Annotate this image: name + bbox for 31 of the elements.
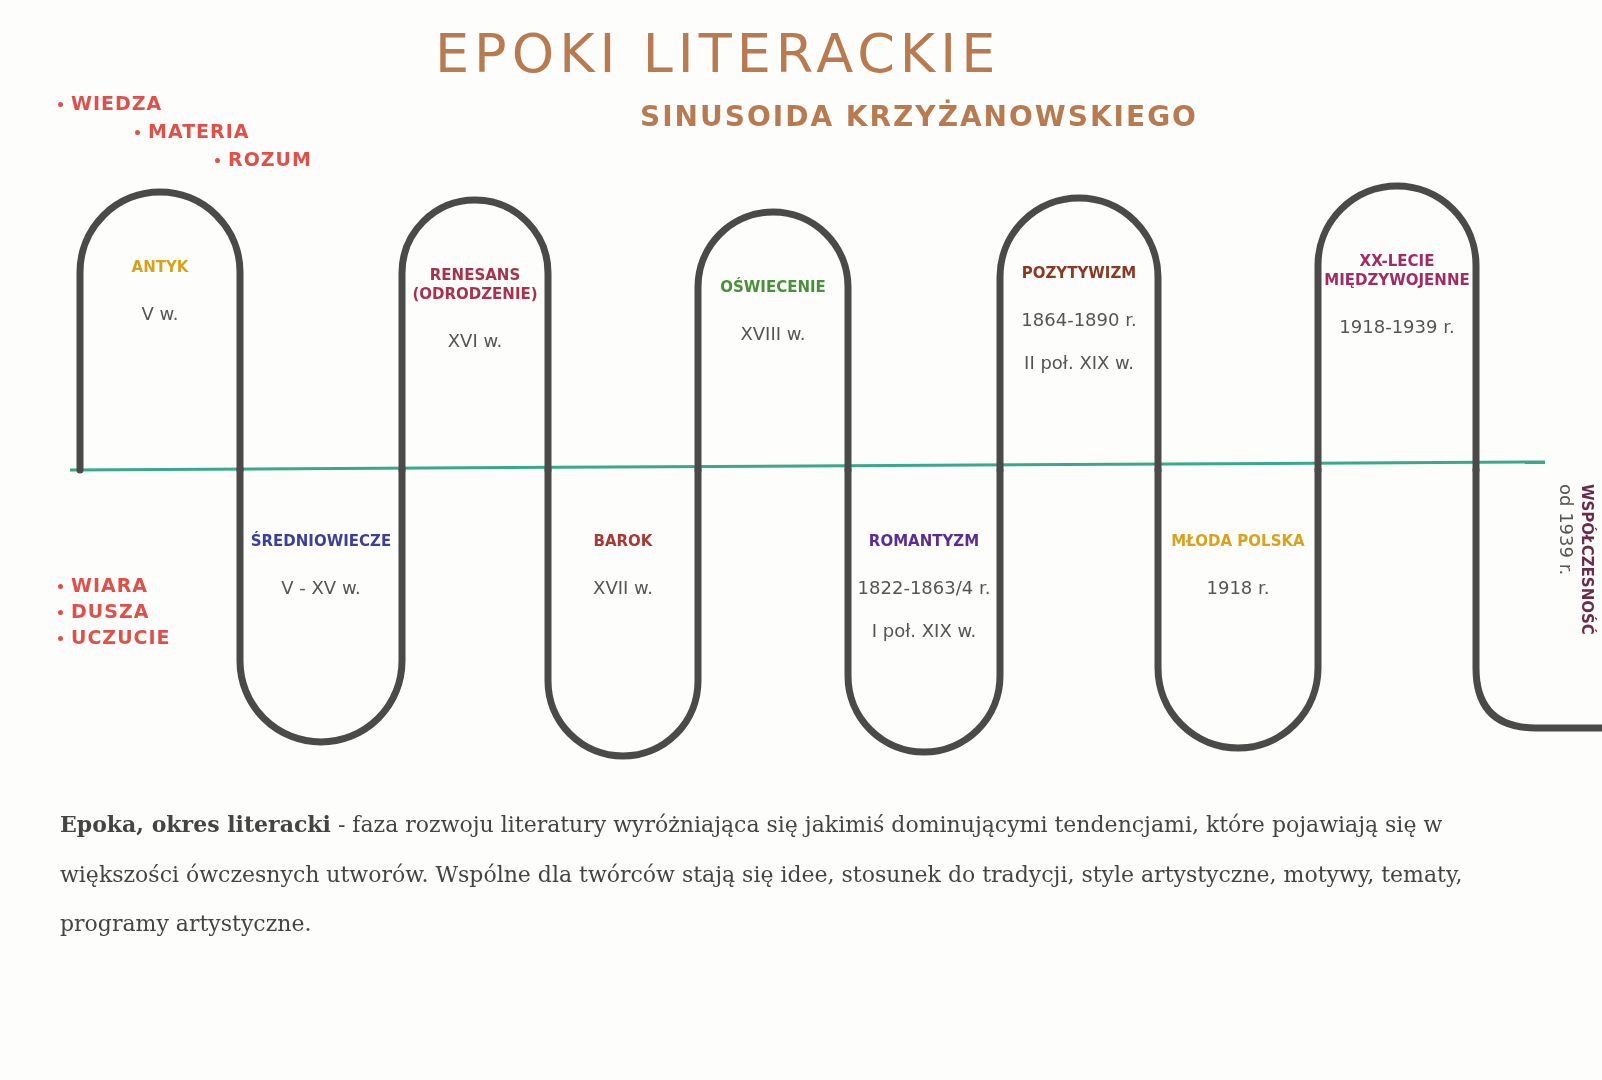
keyword: ROZUM bbox=[215, 148, 312, 170]
keyword: UCZUCIE bbox=[58, 626, 171, 648]
date-text: II poł. XIX w. bbox=[1024, 351, 1134, 373]
date-text: 1822-1863/4 r. bbox=[857, 576, 991, 598]
epoch-name: OŚWIECENIE bbox=[720, 278, 826, 297]
keyword: DUSZA bbox=[58, 600, 150, 622]
date-text: 1918-1939 r. bbox=[1339, 315, 1455, 337]
date-text: XVII w. bbox=[593, 576, 653, 598]
keyword: WIARA bbox=[58, 574, 149, 596]
epoch-name: POZYTYWIZM bbox=[1021, 264, 1137, 283]
definition-text: Epoka, okres literacki - faza rozwoju literatury wyróżniająca się jakimiś dominującymi tendencjami, które pojawiają się w większości ówczesnych utworów. Wspólne dla twórców stają się idee, stosunek do tradycji, style artystyczne, motywy, tematy, programy artystyczne. bbox=[60, 810, 1464, 938]
epoch-name: ANTYK bbox=[131, 258, 189, 277]
epoch-name: BAROK bbox=[593, 532, 653, 551]
epoch-name: RENESANS (ODRODZENIE) bbox=[411, 266, 539, 304]
subtitle: SINUSOIDA KRZYŻANOWSKIEGO bbox=[640, 100, 1198, 133]
date-text: 1864-1890 r. bbox=[1021, 308, 1137, 330]
date-text: V w. bbox=[141, 302, 179, 324]
keyword: MATERIA bbox=[135, 120, 250, 142]
keyword: WIEDZA bbox=[58, 92, 163, 114]
date-text: 1918 r. bbox=[1206, 576, 1270, 598]
date-text: V - XV w. bbox=[281, 576, 361, 598]
epoch-name: MŁODA POLSKA bbox=[1171, 532, 1305, 551]
epoch-name: ŚREDNIOWIECZE bbox=[250, 532, 392, 551]
title: EPOKI LITERACKIE bbox=[435, 22, 1001, 85]
epoch-name: WSPÓŁCZESNOŚĆ bbox=[1577, 484, 1596, 635]
date-text: I poł. XIX w. bbox=[871, 619, 977, 641]
epoch-name: XX-LECIE MIĘDZYWOJENNE bbox=[1324, 252, 1470, 290]
date-text: XVI w. bbox=[447, 329, 503, 351]
epoch-name: ROMANTYZM bbox=[868, 532, 980, 551]
date-text: XVIII w. bbox=[740, 322, 806, 344]
date-text: od 1939 r. bbox=[1556, 484, 1578, 576]
